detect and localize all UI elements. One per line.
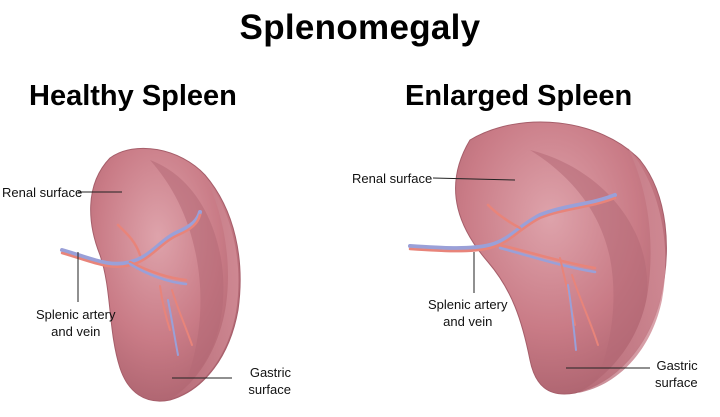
enlarged-spleen-hilum bbox=[530, 150, 648, 385]
healthy-gastric-surface-label: Gastric surface bbox=[248, 365, 291, 397]
healthy-splenic-vessels bbox=[60, 210, 202, 356]
enlarged-renal-surface-label: Renal surface bbox=[352, 171, 433, 186]
healthy-renal-surface-label: Renal surface bbox=[2, 185, 83, 200]
enlarged-spleen-rim bbox=[578, 148, 666, 393]
healthy-spleen-hilum bbox=[150, 160, 224, 385]
enlarged-gastric-line1: Gastric bbox=[656, 358, 698, 373]
page-title: Splenomegaly bbox=[239, 8, 481, 47]
enlarged-gastric-surface-label: Gastric surface bbox=[655, 357, 698, 391]
enlarged-splenic-vessels bbox=[408, 193, 617, 351]
enlarged-spleen-heading: Enlarged Spleen bbox=[405, 80, 633, 112]
healthy-spleen-heading: Healthy Spleen bbox=[29, 80, 237, 112]
enlarged-spleen bbox=[408, 121, 667, 395]
healthy-spleen bbox=[60, 147, 241, 402]
enlarged-splenic-vessels-line1: Splenic artery bbox=[428, 297, 508, 312]
leader-lines bbox=[77, 177, 650, 379]
enlarged-gastric-line2: surface bbox=[655, 375, 698, 390]
healthy-splenic-vessels-label: Splenic artery and vein bbox=[36, 306, 115, 340]
enlarged-splenic-vessels-line2: and vein bbox=[443, 314, 493, 329]
enlarged-splenic-vessels-label: Splenic artery and vein bbox=[428, 296, 507, 330]
healthy-splenic-vessels-line2: and vein bbox=[51, 324, 101, 339]
healthy-splenic-vessels-line1: Splenic artery bbox=[36, 307, 116, 322]
healthy-spleen-rim bbox=[172, 178, 239, 398]
